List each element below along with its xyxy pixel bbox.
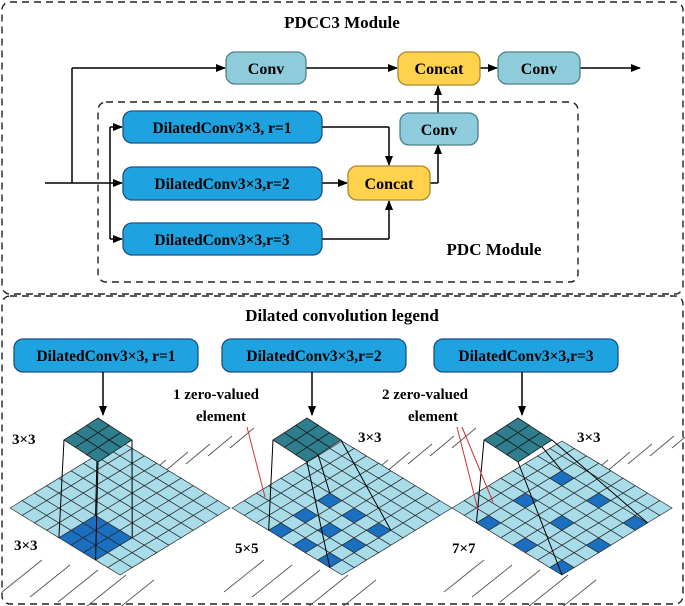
shadow-hatch-line xyxy=(649,435,675,457)
projection-line xyxy=(268,439,274,531)
legend-frame xyxy=(1,295,684,605)
kernel-grid-r2 xyxy=(272,417,342,463)
concat-mid-node: Concat xyxy=(347,165,431,201)
receptive-field-grid-r2 xyxy=(231,440,453,576)
grid-shadow-r3 xyxy=(443,435,685,606)
field-size-label-r1: 3×3 xyxy=(14,538,38,554)
shadow-hatch-line xyxy=(627,443,653,465)
kernel-cell xyxy=(108,432,133,448)
branch-node-r3: DilatedConv3×3,r=3 xyxy=(122,222,323,256)
zero-note-pointer-r3-a xyxy=(456,426,479,511)
shadow-hatch-line xyxy=(207,435,233,457)
kernel-cell xyxy=(528,432,553,448)
legend-title: Dilated convolution legend xyxy=(245,306,439,325)
pdcc3-module-frame xyxy=(1,1,684,295)
projection-line xyxy=(340,439,392,531)
branch-node-r2: DilatedConv3×3,r=2 xyxy=(122,166,323,201)
branch-label-r1: DilatedConv3×3, r=1 xyxy=(152,120,291,137)
legend-panel-r1: DilatedConv3×3, r=1 3×3 3×3 xyxy=(1,338,255,606)
shadow-hatch-line xyxy=(562,579,597,606)
legend-node-r3: DilatedConv3×3,r=3 xyxy=(433,338,619,373)
shadow-hatch-line xyxy=(342,579,377,606)
projection-line xyxy=(517,461,563,576)
legend-node-label-r1: DilatedConv3×3, r=1 xyxy=(36,348,175,365)
legend-node-r1: DilatedConv3×3, r=1 xyxy=(13,338,199,373)
kernel-cell xyxy=(317,432,342,448)
shadow-hatch-line xyxy=(671,436,685,449)
projection-line xyxy=(551,439,648,524)
top-wires xyxy=(45,64,641,243)
pdc-module-title: PDC Module xyxy=(447,240,542,259)
shadow-hatch-line xyxy=(471,564,513,598)
grid-shadow-r2 xyxy=(223,427,477,606)
shadow-hatch-line xyxy=(528,574,569,606)
zero-note-pointer-r3-b xyxy=(461,426,494,503)
shadow-hatch-line xyxy=(185,443,211,465)
shadow-hatch-line xyxy=(605,451,631,473)
kernel-size-label-r1: 3×3 xyxy=(12,432,36,448)
shadow-hatch-line xyxy=(279,569,321,603)
conv-mid-node: Conv xyxy=(399,112,479,146)
legend-panel-r2: DilatedConv3×3,r=2 3×3 5×5 1 zero-valued… xyxy=(173,338,477,606)
shadow-hatch-line xyxy=(251,564,293,598)
receptive-field-grid-r3 xyxy=(451,440,673,576)
branch-label-r2: DilatedConv3×3,r=2 xyxy=(154,176,289,193)
concat-top-label: Concat xyxy=(415,61,465,78)
field-size-label-r3: 7×7 xyxy=(452,541,476,557)
kernel-size-label-r2: 3×3 xyxy=(358,430,382,446)
legend-node-label-r3: DilatedConv3×3,r=3 xyxy=(458,348,593,365)
kernel-grid-r3 xyxy=(483,417,553,463)
projection-line xyxy=(95,461,99,561)
field-size-label-r2: 5×5 xyxy=(235,541,259,557)
conv-out-label: Conv xyxy=(521,61,557,78)
legend-node-r2: DilatedConv3×3,r=2 xyxy=(221,338,407,373)
legend-panel-r3: DilatedConv3×3,r=3 3×3 7×7 2 zero-valued… xyxy=(382,338,685,606)
branch-node-r1: DilatedConv3×3, r=1 xyxy=(122,110,323,144)
shadow-hatch-line xyxy=(29,564,71,598)
pdcc3-module-title: PDCC3 Module xyxy=(284,13,400,32)
shadow-hatch-line xyxy=(429,435,455,457)
branch-label-r3: DilatedConv3×3,r=3 xyxy=(154,232,289,249)
grid-cell xyxy=(646,500,673,516)
legend-node-label-r2: DilatedConv3×3,r=2 xyxy=(246,348,381,365)
shadow-hatch-line xyxy=(451,427,477,449)
grid-cell xyxy=(204,500,231,516)
conv-top-node: Conv xyxy=(225,51,307,85)
shadow-hatch-line xyxy=(229,427,255,449)
conv-mid-label: Conv xyxy=(421,122,457,139)
shadow-hatch-line xyxy=(57,569,99,603)
concat-mid-label: Concat xyxy=(365,176,415,193)
zero-note-line2-r2: element xyxy=(196,409,246,425)
shadow-hatch-line xyxy=(407,443,433,465)
receptive-field-grid-r1 xyxy=(9,440,231,576)
zero-note-line2-r3: element xyxy=(408,409,458,425)
zero-note-line1-r3: 2 zero-valued xyxy=(382,387,469,403)
shadow-hatch-line xyxy=(308,574,349,606)
shadow-hatch-line xyxy=(223,559,265,593)
pdc-module-frame xyxy=(97,101,579,283)
shadow-hatch-line xyxy=(163,451,189,473)
kernel-grid-r1 xyxy=(63,417,133,463)
projection-line xyxy=(306,461,331,568)
zero-note-line1-r2: 1 zero-valued xyxy=(173,387,260,403)
concat-top-node: Concat xyxy=(397,51,481,86)
zero-note-pointer-r2 xyxy=(246,426,266,498)
projection-line xyxy=(58,439,65,538)
shadow-hatch-line xyxy=(120,579,155,606)
shadow-hatch-line xyxy=(499,569,541,603)
shadow-hatch-line xyxy=(1,559,43,593)
shadow-hatch-line xyxy=(443,559,485,593)
kernel-size-label-r3: 3×3 xyxy=(577,430,601,446)
conv-out-node: Conv xyxy=(497,51,581,85)
conv-top-label: Conv xyxy=(248,61,284,78)
shadow-hatch-line xyxy=(385,451,411,473)
shadow-hatch-line xyxy=(86,574,127,606)
